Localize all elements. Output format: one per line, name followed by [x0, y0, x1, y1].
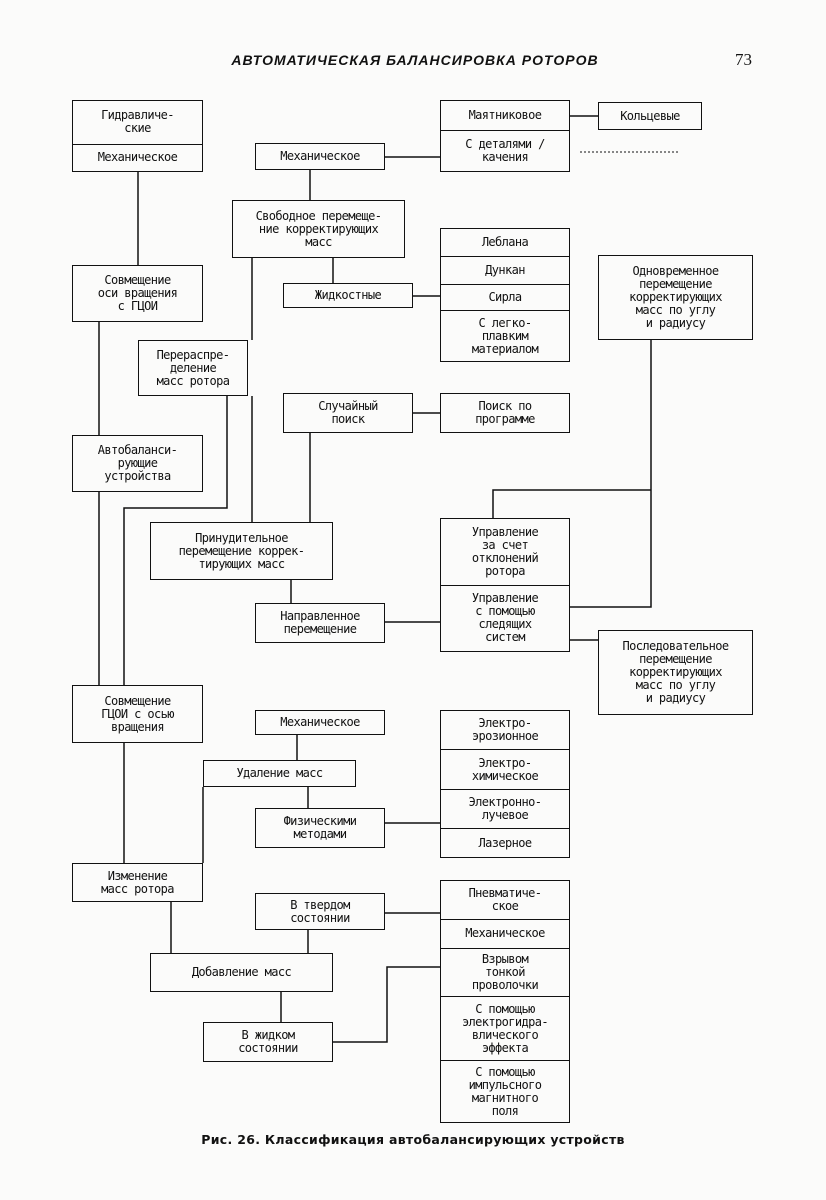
node-label: Изменение масс ротора: [101, 868, 174, 896]
node-label: Случайный поиск: [318, 399, 378, 426]
node-electroerosion: Электро- эрозионное: [471, 716, 539, 744]
node-mass-change: Изменение масс ротора: [72, 863, 203, 902]
node-pendulum: Маятниковое: [468, 108, 542, 123]
node-label: Последовательное перемещение корректирую…: [622, 639, 730, 705]
node-mechanical-removal: Механическое: [255, 710, 385, 735]
node-program-search: Поиск по программе: [440, 393, 570, 433]
node-leblanc: Леблана: [481, 235, 529, 250]
node-liquid-state: В жидком состоянии: [203, 1022, 333, 1062]
node-label: Кольцевые: [620, 108, 680, 123]
node-label: Совмещение ГЦОИ с осью вращения: [101, 693, 174, 734]
mechanical-kinds-group: Маятниковое С деталями / качения: [440, 100, 570, 172]
node-rolling-parts: С деталями / качения: [441, 130, 569, 171]
node-magnetic-pulse: С помощью импульсного магнитного поля: [441, 1060, 569, 1122]
node-laser: Лазерное: [441, 828, 569, 857]
node-label: Добавление масс: [191, 965, 292, 979]
node-label: Жидкостные: [314, 288, 382, 302]
node-label: В твердом состоянии: [290, 897, 350, 925]
node-directed-movement: Направленное перемещение: [255, 603, 385, 643]
node-label: Перераспре- деление масс ротора: [156, 347, 230, 388]
node-mechanical-top: Механическое: [255, 143, 385, 170]
figure-caption: Рис. 26. Классификация автобалансирующих…: [201, 1132, 625, 1147]
node-align-gcoi: Совмещение ГЦОИ с осью вращения: [72, 685, 203, 743]
running-header: АВТОМАТИЧЕСКАЯ БАЛАНСИРОВКА РОТОРОВ: [231, 52, 599, 68]
node-label: Совмещение оси вращения с ГЦОИ: [97, 273, 178, 313]
node-pneumatic: Пневматиче- ское: [468, 885, 542, 913]
node-ring: Кольцевые: [598, 102, 702, 130]
node-label: Свободное перемеще- ние корректирующих м…: [255, 208, 382, 249]
node-sirla: Сирла: [441, 283, 569, 310]
node-sequential: Последовательное перемещение корректирую…: [598, 630, 753, 715]
node-wire-explosion: Взрывом тонкой проволочки: [441, 947, 569, 997]
node-mass-removal: Удаление масс: [203, 760, 356, 787]
node-free-movement: Свободное перемеще- ние корректирующих м…: [232, 200, 405, 258]
node-duncan: Дункан: [441, 256, 569, 283]
node-label: Автобаланси- рующие устройства: [97, 443, 178, 483]
node-electron-beam: Электронно- лучевое: [441, 788, 569, 828]
node-forced-movement: Принудительное перемещение коррек- тирую…: [150, 522, 333, 580]
node-mechanical-add: Механическое: [441, 918, 569, 948]
node-label: Поиск по программе: [475, 399, 535, 426]
node-label: Механическое: [280, 715, 360, 729]
node-redistribution: Перераспре- деление масс ротора: [138, 340, 248, 396]
node-random-search: Случайный поиск: [283, 393, 413, 433]
drive-types-group: Гидравличе- ские Механическое: [72, 100, 203, 172]
node-tracking-control: Управление с помощью следящих систем: [441, 584, 569, 652]
page-number: 73: [735, 50, 752, 69]
node-label: Физическими методами: [283, 814, 357, 841]
node-liquid: Жидкостные: [283, 283, 413, 308]
node-label: Удаление масс: [236, 766, 323, 780]
node-align-axis: Совмещение оси вращения с ГЦОИ: [72, 265, 203, 322]
node-fusible: С легко- плавким материалом: [441, 310, 569, 361]
node-label: Направленное перемещение: [280, 609, 360, 636]
node-physical-methods: Физическими методами: [255, 808, 385, 848]
control-kinds-group: Управление за счет отклонений ротора Упр…: [440, 518, 570, 652]
node-simultaneous: Одновременное перемещение корректирующих…: [598, 255, 753, 340]
node-solid-state: В твердом состоянии: [255, 893, 385, 930]
node-label: Принудительное перемещение коррек- тирую…: [178, 530, 305, 571]
node-electrochemical: Электро- химическое: [441, 749, 569, 788]
physical-kinds-group: Электро- эрозионное Электро- химическое …: [440, 710, 570, 858]
node-label: Одновременное перемещение корректирующих…: [629, 264, 722, 330]
addition-kinds-group: Пневматиче- ское Механическое Взрывом то…: [440, 880, 570, 1123]
node-label: В жидком состоянии: [238, 1028, 298, 1055]
liquid-kinds-group: Леблана Дункан Сирла С легко- плавким ма…: [440, 228, 570, 362]
node-auto-devices: Автобаланси- рующие устройства: [72, 435, 203, 492]
node-electrohydraulic: С помощью электрогидра- влического эффек…: [441, 996, 569, 1060]
node-label: Механическое: [280, 149, 360, 163]
node-mechanical-drive: Механическое: [73, 143, 202, 171]
node-hydraulic: Гидравличе- ские: [101, 108, 174, 136]
node-mass-addition: Добавление масс: [150, 953, 333, 992]
node-deviation-control: Управление за счет отклонений ротора: [471, 524, 539, 578]
